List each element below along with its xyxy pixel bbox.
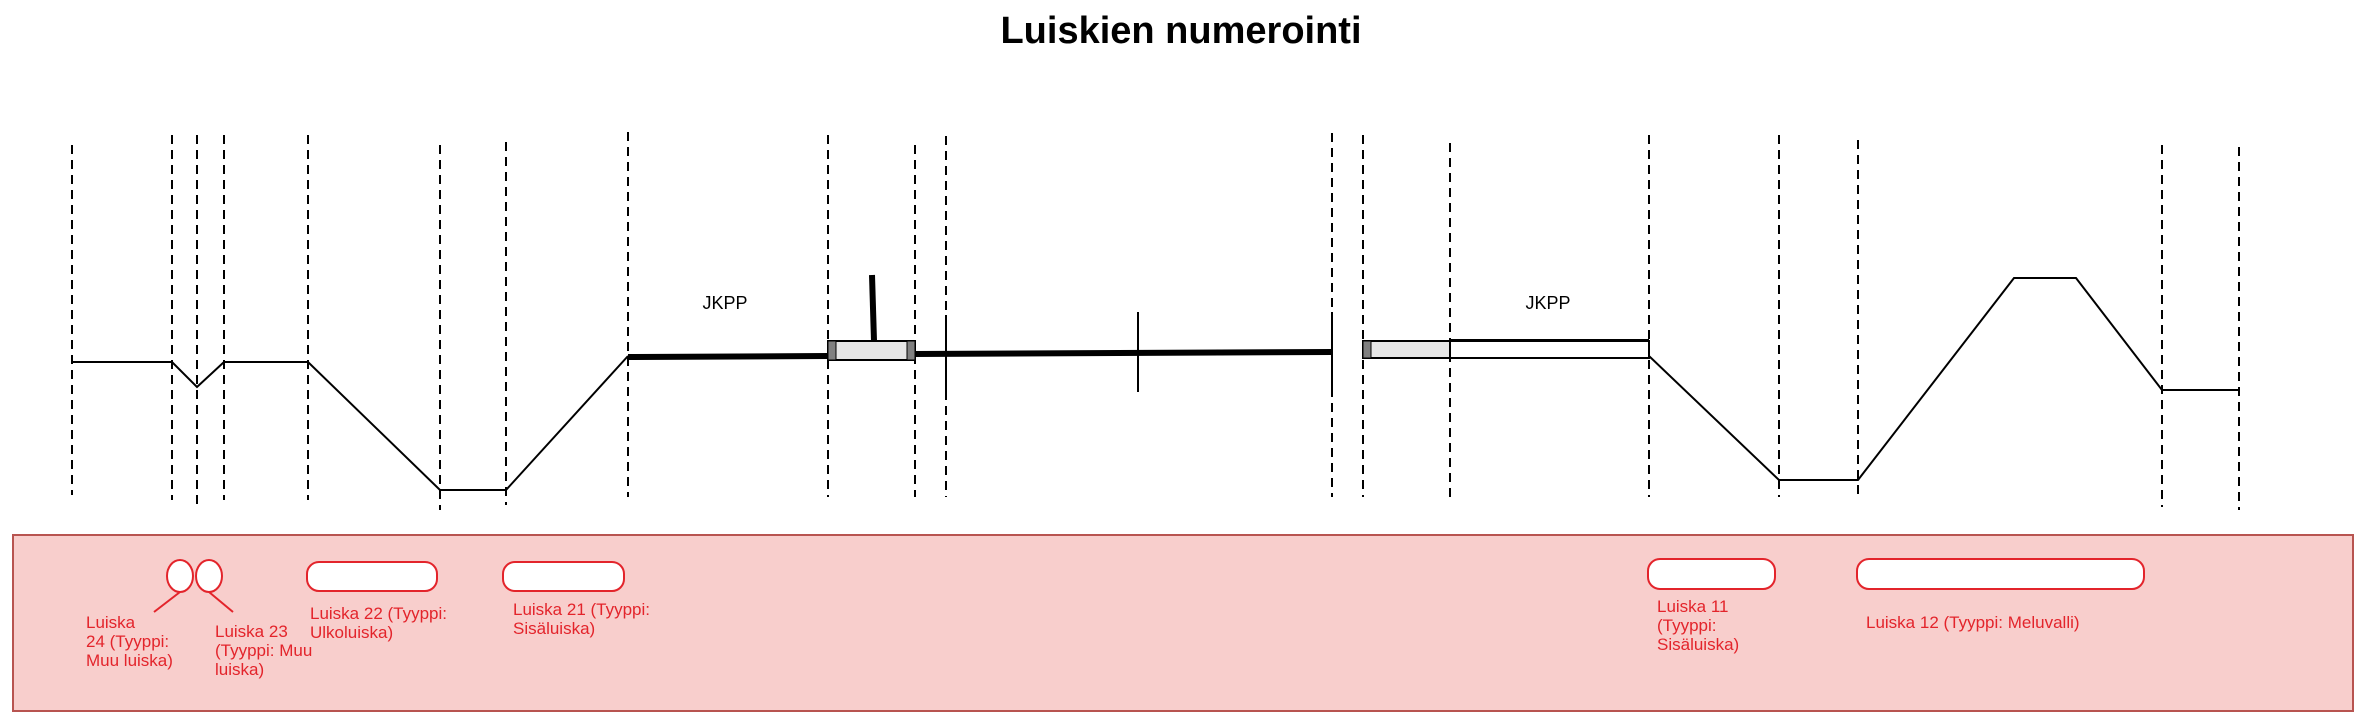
plate-element-left <box>827 340 916 361</box>
dashed-guide-lines <box>71 132 2240 510</box>
slope-12-marker <box>1856 558 2145 590</box>
slope-12-label: Luiska 12 (Tyyppi: Meluvalli) <box>1866 613 2080 632</box>
slope-24-marker <box>166 559 194 593</box>
page-title: Luiskien numerointi <box>1000 10 1362 52</box>
leader-line <box>208 591 234 613</box>
road-label-left: JKPP <box>702 293 747 313</box>
terrain-profile-right <box>1648 277 2239 481</box>
road-surface-center <box>914 349 1333 357</box>
road-label-right: JKPP <box>1525 293 1570 313</box>
slope-21-label: Luiska 21 (Tyyppi: Sisäluiska) <box>513 600 655 638</box>
post-marker <box>869 274 877 342</box>
slope-24-label: Luiska 24 (Tyyppi: Muu luiska) <box>86 613 174 670</box>
slope-markers <box>166 558 2145 593</box>
slope-11-marker <box>1647 558 1776 590</box>
slope-22-label: Luiska 22 (Tyyppi: Ulkoluiska) <box>310 604 452 642</box>
slope-11-label: Luiska 11 (Tyyppi: Sisäluiska) <box>1657 597 1739 654</box>
terrain-profile-left <box>72 355 629 491</box>
slope-23-label: Luiska 23 (Tyyppi: Muu luiska) <box>215 622 317 679</box>
slope-23-marker <box>195 559 223 593</box>
plate-element-right <box>1362 340 1650 359</box>
slope-22-marker <box>306 561 438 592</box>
slope-21-marker <box>502 561 625 592</box>
road-surface-left <box>627 353 829 360</box>
leader-line <box>153 591 181 613</box>
